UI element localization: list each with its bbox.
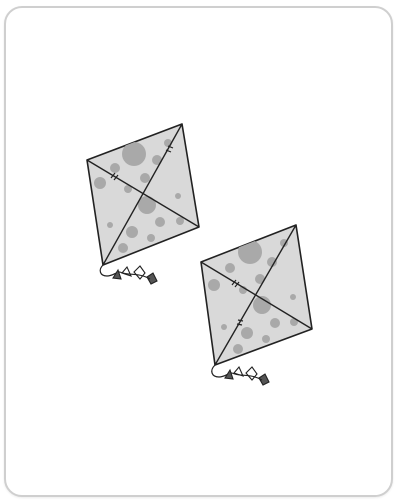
kite-2-bows (224, 365, 270, 386)
kite-1-bows (112, 265, 158, 285)
image-card (4, 6, 393, 497)
kite-2-spar-a (200, 261, 313, 330)
kite-2 (200, 224, 313, 386)
kite-1-tick-marks (110, 145, 174, 181)
kite-2-tick-marks (231, 279, 244, 326)
kite-1 (86, 123, 200, 285)
kite-1-spar-b (102, 123, 183, 266)
kite-2-spar-b (214, 224, 297, 366)
